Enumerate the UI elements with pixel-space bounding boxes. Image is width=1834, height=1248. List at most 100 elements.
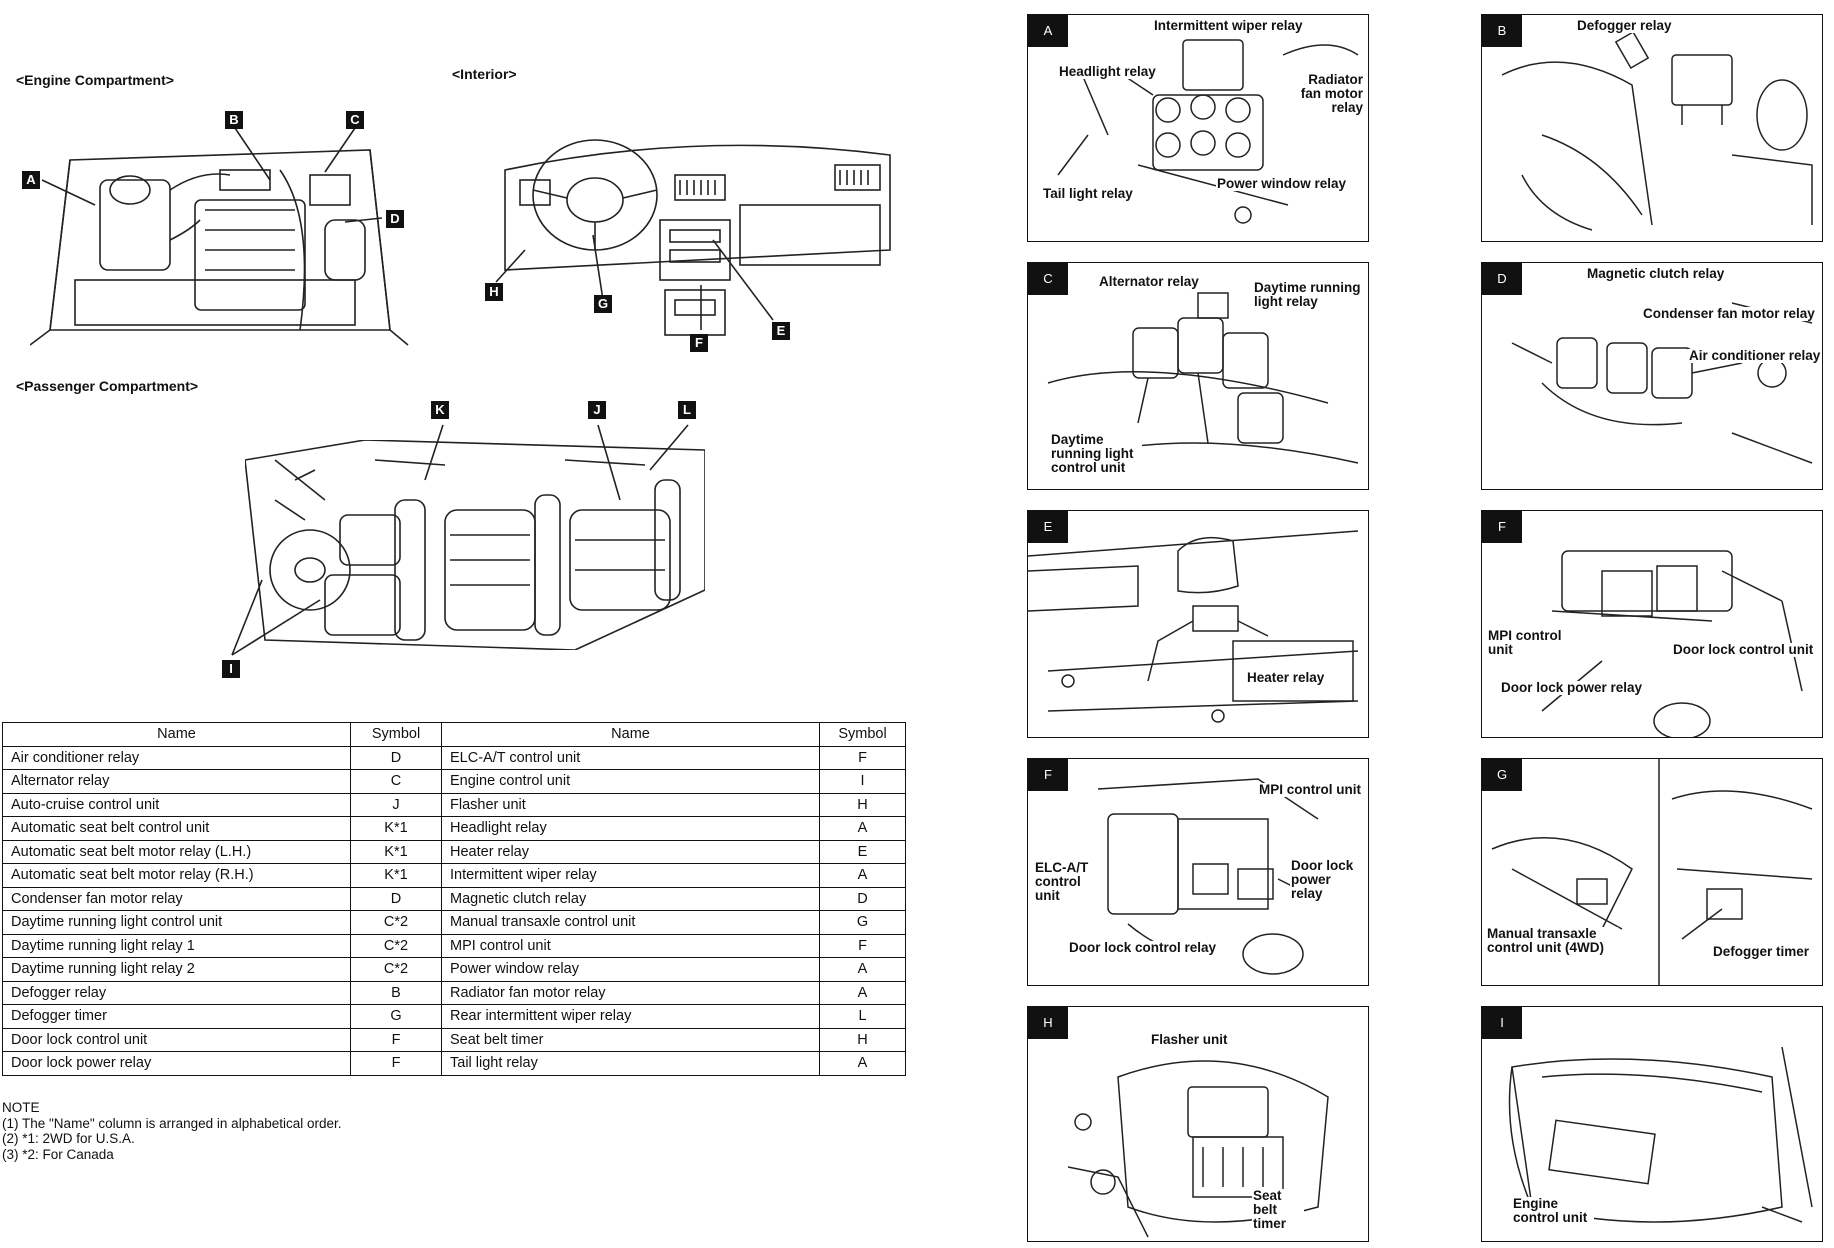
symbol-cell: D [350, 886, 442, 911]
name-cell: Flasher unit [441, 792, 820, 817]
label-manual-transaxle-control-unit: Manual transaxle control unit (4WD) [1486, 927, 1618, 955]
label-defogger-relay: Defogger relay [1576, 18, 1673, 33]
name-cell: Defogger relay [2, 980, 351, 1005]
name-cell: Door lock control unit [2, 1027, 351, 1052]
label-door-lock-power-relay: Door lock power relay [1500, 680, 1644, 695]
marker-L: L [678, 401, 696, 419]
symbol-cell: A [819, 1051, 906, 1076]
label-mpi-control-unit: MPI control unit [1258, 782, 1362, 797]
symbol-cell: H [819, 792, 906, 817]
marker-H: H [485, 283, 503, 301]
note-item: (1) The "Name" column is arranged in alp… [2, 1115, 342, 1131]
marker-F: F [690, 334, 708, 352]
symbol-cell: A [819, 957, 906, 982]
panel-tag: A [1028, 15, 1068, 47]
label-door-lock-control-relay: Door lock control relay [1068, 940, 1218, 955]
panel-tag: H [1028, 1007, 1068, 1039]
symbol-cell: C*2 [350, 957, 442, 982]
name-cell: MPI control unit [441, 933, 820, 958]
label-air-conditioner-relay: Air conditioner relay [1688, 348, 1822, 363]
panel-tag: F [1028, 759, 1068, 791]
symbol-cell: C*2 [350, 933, 442, 958]
label-mpi-control-unit: MPI control unit [1487, 629, 1569, 657]
name-cell: Auto-cruise control unit [2, 792, 351, 817]
symbol-cell: F [819, 745, 906, 770]
label-seat-belt-timer: Seat belt timer [1252, 1189, 1304, 1231]
symbol-cell: E [819, 839, 906, 864]
name-cell: Manual transaxle control unit [441, 910, 820, 935]
label-tail-light-relay: Tail light relay [1042, 186, 1134, 201]
name-cell: Power window relay [441, 957, 820, 982]
header-name: Name [2, 722, 351, 747]
symbol-cell: D [819, 886, 906, 911]
name-cell: Seat belt timer [441, 1027, 820, 1052]
panel-tag: G [1482, 759, 1522, 791]
name-cell: Automatic seat belt control unit [2, 816, 351, 841]
label-radiator-fan-motor-relay: Radiator fan motor relay [1296, 73, 1364, 115]
name-cell: Condenser fan motor relay [2, 886, 351, 911]
table-row: Automatic seat belt motor relay (R.H.)K*… [2, 863, 906, 888]
name-cell: ELC-A/T control unit [441, 745, 820, 770]
label-door-lock-power-relay: Door lock power relay [1290, 859, 1364, 901]
label-engine-control-unit: Engine control unit [1512, 1197, 1594, 1225]
symbol-cell: G [350, 1004, 442, 1029]
detail-panel-A: A Intermittent wiper relay Headlight rel… [1027, 14, 1369, 242]
marker-J: J [588, 401, 606, 419]
symbol-cell: C [350, 769, 442, 794]
symbol-cell: A [819, 980, 906, 1005]
header-symbol: Symbol [350, 722, 442, 747]
name-cell: Automatic seat belt motor relay (L.H.) [2, 839, 351, 864]
passenger-compartment-drawing [245, 440, 705, 650]
name-cell: Defogger timer [2, 1004, 351, 1029]
name-cell: Tail light relay [441, 1051, 820, 1076]
label-heater-relay: Heater relay [1246, 670, 1326, 685]
symbol-cell: F [350, 1027, 442, 1052]
label-intermittent-wiper-relay: Intermittent wiper relay [1153, 18, 1304, 33]
symbol-cell: C*2 [350, 910, 442, 935]
panel-tag: E [1028, 511, 1068, 543]
name-cell: Radiator fan motor relay [441, 980, 820, 1005]
label-elc-at-control-unit: ELC-A/T control unit [1034, 861, 1096, 903]
name-cell: Daytime running light relay 2 [2, 957, 351, 982]
name-cell: Rear intermittent wiper relay [441, 1004, 820, 1029]
panel-tag: B [1482, 15, 1522, 47]
table-row: Automatic seat belt motor relay (L.H.)K*… [2, 839, 906, 864]
symbol-cell: K*1 [350, 839, 442, 864]
detail-panel-E: E Heater relay [1027, 510, 1369, 738]
passenger-compartment-title: <Passenger Compartment> [16, 378, 199, 394]
symbol-cell: G [819, 910, 906, 935]
symbol-cell: F [819, 933, 906, 958]
name-cell: Heater relay [441, 839, 820, 864]
detail-panel-F-lower: F MPI control unit ELC-A/T control unit … [1027, 758, 1369, 986]
symbol-cell: H [819, 1027, 906, 1052]
detail-panel-D: D Magnetic clutch relay Condenser fan mo… [1481, 262, 1823, 490]
label-power-window-relay: Power window relay [1216, 176, 1348, 191]
name-cell: Automatic seat belt motor relay (R.H.) [2, 863, 351, 888]
detail-panel-C: C Alternator relay Daytime running light… [1027, 262, 1369, 490]
label-flasher-unit: Flasher unit [1150, 1032, 1229, 1047]
panel-tag: D [1482, 263, 1522, 295]
name-cell: Air conditioner relay [2, 745, 351, 770]
symbol-cell: I [819, 769, 906, 794]
name-cell: Magnetic clutch relay [441, 886, 820, 911]
engine-compartment-title: <Engine Compartment> [16, 72, 174, 88]
interior-dashboard-drawing [504, 139, 891, 336]
label-door-lock-control-unit: Door lock control unit [1672, 642, 1815, 657]
notes: NOTE (1) The "Name" column is arranged i… [2, 1100, 342, 1162]
detail-panel-H: H Flasher unit Seat belt timer [1027, 1006, 1369, 1242]
marker-D: D [386, 210, 404, 228]
header-name: Name [441, 722, 820, 747]
symbol-cell: K*1 [350, 863, 442, 888]
note-item: (2) *1: 2WD for U.S.A. [2, 1131, 135, 1146]
marker-I: I [222, 660, 240, 678]
